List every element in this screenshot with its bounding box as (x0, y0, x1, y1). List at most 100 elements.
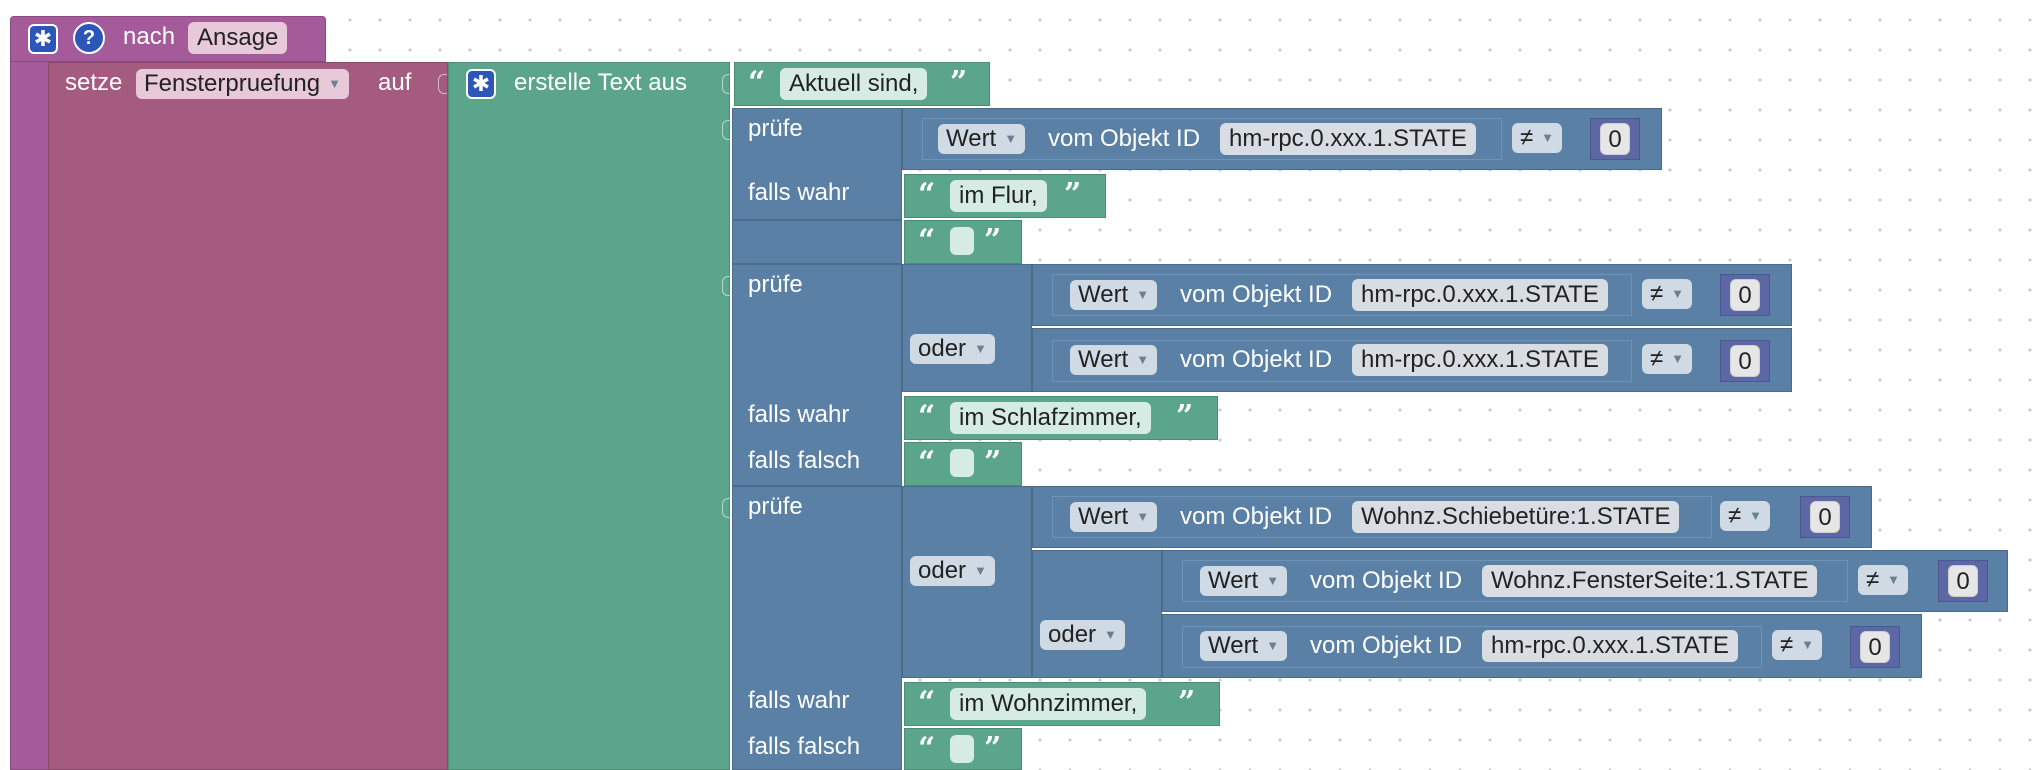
operator-dropdown[interactable]: ≠▼ (1858, 565, 1909, 595)
if-block-3[interactable] (732, 486, 902, 770)
value-label: Wert (946, 125, 997, 152)
chevron-down-icon: ▼ (1801, 637, 1815, 652)
or-label: oder (1048, 621, 1097, 648)
close-quote-icon: ” (984, 445, 1002, 480)
create-text-label: erstelle Text aus (514, 69, 687, 96)
if-check-label: prüfe (748, 115, 803, 142)
object-id-field[interactable]: hm-rpc.0.xxx.1.STATE (1220, 123, 1476, 155)
close-quote-icon: ” (984, 223, 1002, 258)
operator-value: ≠ (1866, 566, 1880, 593)
number-field[interactable]: 0 (1730, 279, 1760, 311)
if-false-label: falls falsch (748, 733, 861, 760)
text-value-true-2[interactable]: im Schlafzimmer, (950, 402, 1151, 434)
variable-name: Fensterpruefung (144, 70, 321, 97)
or-label: oder (918, 557, 967, 584)
create-text-settings-icon[interactable]: ✱ (466, 69, 496, 99)
value-dropdown[interactable]: Wert ▼ (1070, 345, 1158, 375)
text-value-true-1[interactable]: im Flur, (950, 180, 1047, 212)
chevron-down-icon: ▼ (1136, 352, 1150, 367)
operator-value: ≠ (1728, 502, 1742, 529)
object-id-label: vom Objekt ID (1310, 567, 1463, 594)
close-quote-icon: ” (1176, 399, 1194, 434)
procedure-name-field[interactable]: Ansage (188, 22, 288, 54)
number-field[interactable]: 0 (1860, 631, 1890, 663)
operator-dropdown[interactable]: ≠▼ (1772, 630, 1823, 660)
or-dropdown[interactable]: oder▼ (910, 556, 995, 586)
procedure-label: nach (123, 23, 176, 50)
open-quote-icon: “ (918, 445, 936, 480)
chevron-down-icon: ▼ (1887, 572, 1901, 587)
close-quote-icon: ” (1064, 177, 1082, 212)
number-field[interactable]: 0 (1600, 123, 1630, 155)
or-label: oder (918, 335, 967, 362)
if-true-label: falls wahr (748, 687, 850, 714)
text-value-empty[interactable] (950, 227, 974, 255)
if-true-label: falls wahr (748, 179, 850, 206)
value-dropdown[interactable]: Wert ▼ (1200, 631, 1288, 661)
operator-dropdown[interactable]: ≠▼ (1642, 279, 1693, 309)
if-true-label: falls wahr (748, 401, 850, 428)
text-value-true-3[interactable]: im Wohnzimmer, (950, 688, 1147, 720)
value-label: Wert (1078, 346, 1129, 373)
open-quote-icon: “ (918, 399, 936, 434)
chevron-down-icon: ▼ (1671, 286, 1685, 301)
chevron-down-icon: ▼ (1136, 287, 1150, 302)
variable-dropdown[interactable]: Fensterpruefung▼ (136, 69, 349, 99)
value-label: Wert (1078, 281, 1129, 308)
procedure-help-icon[interactable]: ? (73, 22, 105, 54)
object-id-field[interactable]: hm-rpc.0.xxx.1.STATE (1482, 630, 1738, 662)
operator-dropdown[interactable]: ≠▼ (1720, 501, 1771, 531)
if-false-label: falls falsch (748, 447, 861, 474)
value-dropdown[interactable]: Wert ▼ (1070, 280, 1158, 310)
text-value-empty[interactable] (950, 449, 974, 477)
close-quote-icon: ” (984, 731, 1002, 766)
operator-dropdown[interactable]: ≠▼ (1512, 123, 1563, 153)
object-id-field[interactable]: Wohnz.FensterSeite:1.STATE (1482, 565, 1818, 597)
object-id-field[interactable]: hm-rpc.0.xxx.1.STATE (1352, 279, 1608, 311)
object-id-field[interactable]: hm-rpc.0.xxx.1.STATE (1352, 344, 1608, 376)
object-id-field[interactable]: Wohnz.Schiebetüre:1.STATE (1352, 501, 1680, 533)
close-quote-icon: ” (1178, 685, 1196, 720)
open-quote-icon: “ (918, 731, 936, 766)
if-block-1-false-row[interactable] (732, 220, 902, 264)
if-block-1[interactable] (732, 108, 902, 220)
object-id-label: vom Objekt ID (1180, 503, 1333, 530)
or-block-nested[interactable] (1032, 550, 1162, 678)
operator-value: ≠ (1650, 345, 1664, 372)
if-check-label: prüfe (748, 493, 803, 520)
or-dropdown[interactable]: oder ▼ (910, 334, 995, 364)
operator-value: ≠ (1650, 280, 1664, 307)
chevron-down-icon: ▼ (1541, 130, 1555, 145)
input-connector (722, 498, 731, 518)
or-dropdown[interactable]: oder▼ (1040, 620, 1125, 650)
procedure-settings-icon[interactable]: ✱ (28, 24, 58, 54)
chevron-down-icon: ▼ (974, 341, 987, 356)
value-label: Wert (1208, 567, 1259, 594)
chevron-down-icon: ▼ (1266, 638, 1280, 653)
input-connector (438, 74, 447, 94)
chevron-down-icon: ▼ (1671, 351, 1685, 366)
value-dropdown[interactable]: Wert▼ (1070, 502, 1158, 532)
set-to-label: auf (378, 69, 412, 96)
or-block[interactable] (902, 264, 1032, 392)
value-dropdown[interactable]: Wert ▼ (1200, 566, 1288, 596)
open-quote-icon: “ (918, 685, 936, 720)
open-quote-icon: “ (918, 177, 936, 212)
operator-value: ≠ (1780, 631, 1794, 658)
text-value-aktuell[interactable]: Aktuell sind, (780, 68, 928, 100)
set-variable-block[interactable] (48, 62, 448, 770)
operator-dropdown[interactable]: ≠▼ (1642, 344, 1693, 374)
number-field[interactable]: 0 (1810, 501, 1840, 533)
number-field[interactable]: 0 (1730, 345, 1760, 377)
value-dropdown[interactable]: Wert ▼ (938, 124, 1026, 154)
input-connector (722, 276, 731, 296)
if-block-2[interactable] (732, 264, 902, 486)
chevron-down-icon: ▼ (1266, 573, 1280, 588)
create-text-block[interactable] (448, 62, 730, 770)
number-field[interactable]: 0 (1948, 565, 1978, 597)
text-value-empty[interactable] (950, 735, 974, 763)
value-label: Wert (1208, 632, 1259, 659)
chevron-down-icon: ▼ (1004, 131, 1018, 146)
object-id-label: vom Objekt ID (1180, 281, 1333, 308)
object-id-label: vom Objekt ID (1048, 125, 1201, 152)
